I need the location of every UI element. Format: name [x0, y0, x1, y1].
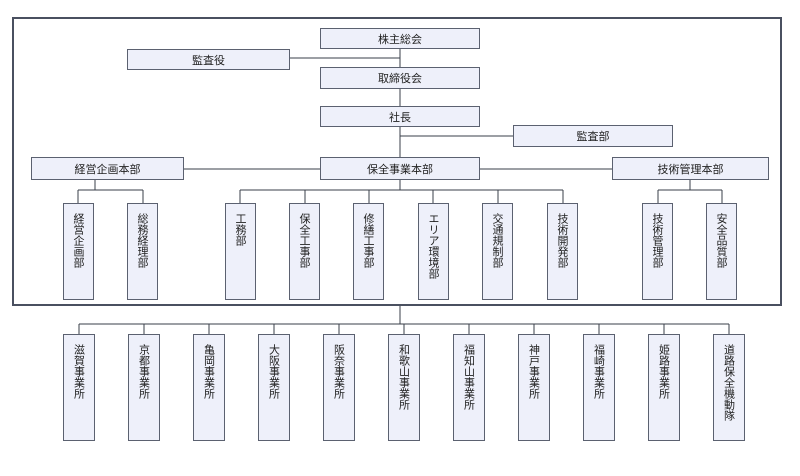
board-label: 取締役会 [378, 72, 422, 85]
department-box: 技術管理部 [642, 203, 673, 300]
department-label: 保全工事部 [298, 213, 311, 268]
president-label: 社長 [389, 110, 411, 124]
corporate-planning-hq-box: 経営企画本部 [31, 157, 184, 180]
department-box: 経営企画部 [63, 203, 94, 300]
technical-management-hq-label: 技術管理本部 [657, 162, 724, 176]
department-box: エリア環境部 [418, 203, 449, 300]
office-label: 福知山事業所 [462, 344, 476, 410]
office-box: 阪奈事業所 [323, 334, 355, 441]
department-label: 総務経理部 [136, 213, 149, 268]
department-label: 安全品質部 [715, 213, 728, 268]
shareholders-meeting-label: 株主総会 [378, 32, 422, 46]
office-label: 滋賀事業所 [72, 344, 86, 399]
president-box: 社長 [320, 106, 480, 127]
department-label: エリア環境部 [427, 213, 440, 279]
department-box: 交通規制部 [482, 203, 513, 300]
office-label: 大阪事業所 [267, 344, 281, 399]
office-box: 神戸事業所 [518, 334, 550, 441]
department-box: 安全品質部 [706, 203, 737, 300]
office-box: 亀岡事業所 [193, 334, 225, 441]
corporate-planning-hq-label: 経営企画本部 [74, 162, 141, 176]
office-label: 和歌山事業所 [397, 344, 411, 410]
shareholders-meeting-box: 株主総会 [320, 28, 480, 49]
department-label: 技術開発部 [556, 213, 569, 268]
department-label: 交通規制部 [491, 213, 504, 268]
office-box: 和歌山事業所 [388, 334, 420, 441]
department-box: 総務経理部 [127, 203, 158, 300]
technical-management-hq-box: 技術管理本部 [612, 157, 769, 180]
auditor-label: 監査役 [192, 53, 225, 67]
office-label: 阪奈事業所 [332, 344, 346, 399]
department-label: 技術管理部 [651, 213, 664, 268]
office-box: 滋賀事業所 [63, 334, 95, 441]
organization-frame [12, 17, 782, 306]
office-label: 福崎事業所 [592, 344, 606, 399]
office-label: 道路保全機動隊 [722, 344, 736, 421]
office-box: 福崎事業所 [583, 334, 615, 441]
department-box: 保全工事部 [289, 203, 320, 300]
office-label: 姫路事業所 [657, 344, 671, 399]
audit-department-box: 監査部 [513, 125, 673, 147]
department-box: 修繕工事部 [353, 203, 384, 300]
board-box: 取締役会 [320, 67, 480, 89]
department-box: 工務部 [225, 203, 256, 300]
office-box: 大阪事業所 [258, 334, 290, 441]
office-box: 道路保全機動隊 [713, 334, 745, 441]
department-box: 技術開発部 [547, 203, 578, 300]
office-label: 亀岡事業所 [202, 344, 216, 399]
maintenance-business-hq-label: 保全事業本部 [367, 162, 433, 176]
office-box: 京都事業所 [128, 334, 160, 441]
department-label: 経営企画部 [72, 213, 85, 268]
auditor-box: 監査役 [127, 49, 290, 70]
maintenance-business-hq-box: 保全事業本部 [320, 157, 480, 180]
office-box: 福知山事業所 [453, 334, 485, 441]
office-box: 姫路事業所 [648, 334, 680, 441]
audit-department-label: 監査部 [576, 130, 610, 143]
office-label: 京都事業所 [137, 344, 151, 399]
department-label: 修繕工事部 [362, 213, 375, 268]
department-label: 工務部 [234, 213, 247, 246]
office-label: 神戸事業所 [527, 344, 541, 399]
